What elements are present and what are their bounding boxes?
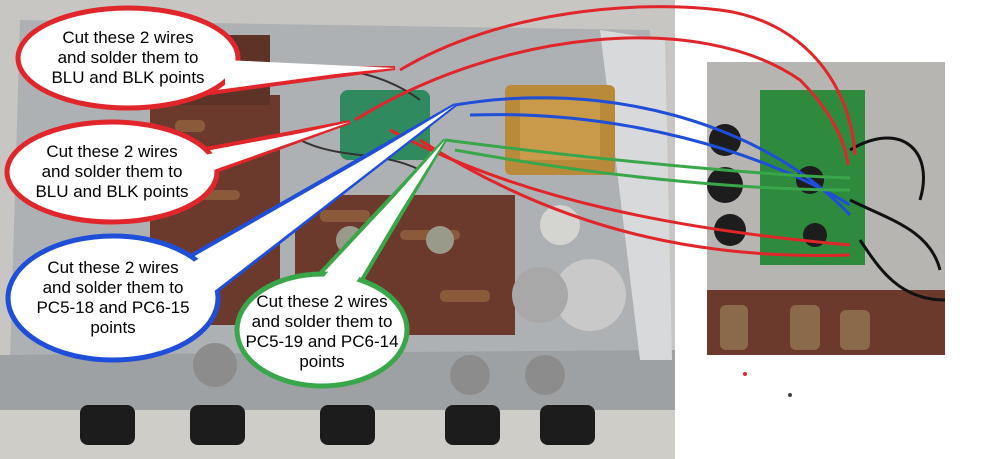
callout-blue xyxy=(5,103,457,363)
callout-red-top-text: Cut these 2 wires and solder them to BLU… xyxy=(51,28,205,87)
red-wire-lines xyxy=(354,5,857,257)
knob-row xyxy=(80,405,595,445)
green-wire-lines xyxy=(444,138,851,192)
callout-red-middle xyxy=(4,119,351,225)
blue-wire-lines xyxy=(454,96,852,217)
callout-blue-text: Cut these 2 wires and solder them to PC5… xyxy=(36,258,190,337)
callout-red-middle-text: Cut these 2 wires and solder them to BLU… xyxy=(35,142,189,201)
callout-green-text: Cut these 2 wires and solder them to PC5… xyxy=(245,292,399,371)
callout-red-top xyxy=(15,5,396,111)
can-capacitor xyxy=(554,259,626,331)
callout-green xyxy=(234,138,447,389)
